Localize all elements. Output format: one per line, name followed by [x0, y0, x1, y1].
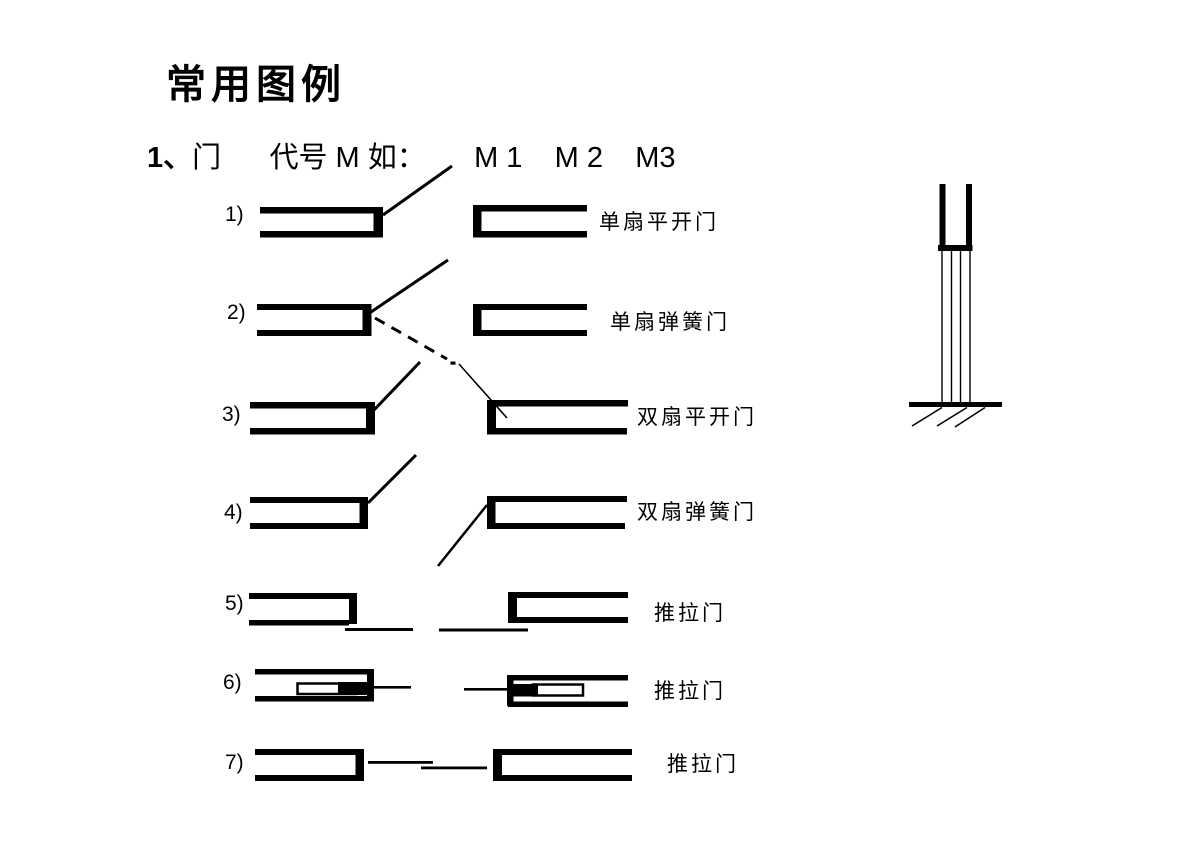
- row-3-number: 3): [222, 403, 241, 426]
- row-3-label: 双扇平开门: [637, 405, 757, 429]
- section-text: 门 代号 M 如： M 1 M 2 M3: [192, 142, 676, 174]
- door-elevation-symbol: [909, 184, 1002, 428]
- page-title: 常用图例: [166, 61, 346, 108]
- row-2-label: 单扇弹簧门: [610, 310, 730, 334]
- row-6-number: 6): [223, 671, 242, 694]
- row-3-double-swing-door-symbol: [250, 360, 628, 435]
- row-2-single-spring-door-symbol: [257, 258, 587, 365]
- row-2-number: 2): [227, 301, 246, 324]
- row-7-sliding-door-symbol: [255, 749, 632, 781]
- row-7-number: 7): [225, 751, 244, 774]
- section-number: 1、: [147, 142, 193, 174]
- row-1-label: 单扇平开门: [599, 210, 719, 234]
- row-4-number: 4): [224, 501, 243, 524]
- row-4-label: 双扇弹簧门: [637, 500, 757, 524]
- row-1-single-swing-door-symbol: [260, 164, 587, 238]
- row-1-number: 1): [225, 203, 244, 226]
- section-heading: 1、门 代号 M 如： M 1 M 2 M3: [147, 134, 676, 176]
- row-5-sliding-door-symbol: [249, 592, 628, 632]
- row-6-pocket-sliding-door-symbol: [255, 669, 628, 707]
- row-7-label: 推拉门: [667, 752, 739, 776]
- row-4-double-spring-door-symbol: [250, 453, 627, 567]
- row-5-label: 推拉门: [654, 601, 726, 625]
- row-6-label: 推拉门: [654, 679, 726, 703]
- row-5-number: 5): [225, 592, 244, 615]
